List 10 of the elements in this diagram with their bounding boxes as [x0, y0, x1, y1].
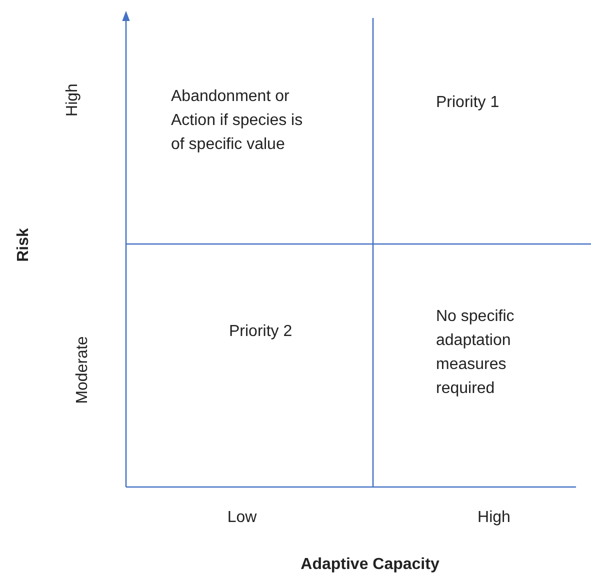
- axis-title: Adaptive Capacity: [300, 556, 440, 574]
- quadrant-text: No specific adaptation measures required: [436, 307, 516, 399]
- axis-tick-label: High: [478, 509, 510, 527]
- axis-tick-label: Moderate: [74, 336, 92, 404]
- axis-title: Risk: [15, 228, 33, 262]
- axis-tick-label: Low: [227, 509, 257, 527]
- quadrant-text: Priority 2: [229, 322, 294, 342]
- axis-tick-label: High: [64, 84, 82, 116]
- quadrant-text: Abandonment or Action if species is of specific value: [171, 87, 304, 155]
- quadrant-text: Priority 1: [436, 93, 500, 113]
